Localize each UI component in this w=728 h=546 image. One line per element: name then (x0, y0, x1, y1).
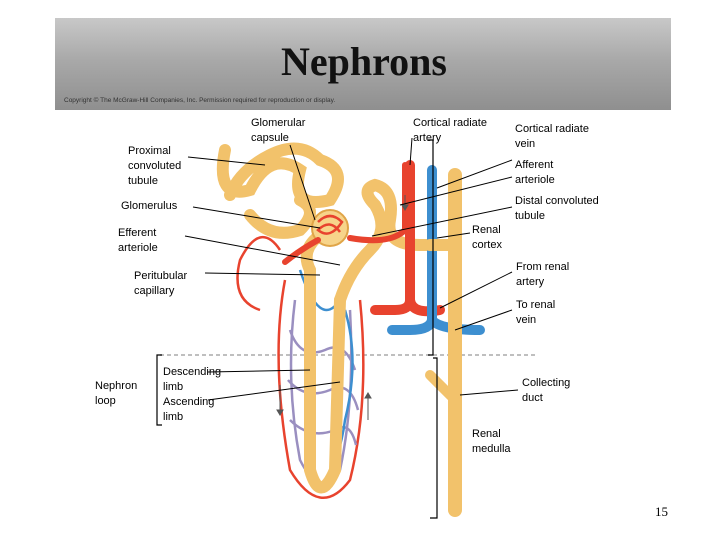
leader-lines (184, 137, 519, 401)
label-nephron-loop: Nephron loop (95, 380, 138, 407)
flow-arrows (276, 195, 409, 420)
label-renal-cortex: Renal cortex (472, 224, 502, 251)
proximal-tubule-coils (216, 142, 344, 276)
copyright-notice: Copyright © The McGraw-Hill Companies, I… (64, 97, 336, 104)
cortical-radiate-vessels (370, 160, 485, 335)
label-proximal-convoluted-tubule: Proximal convoluted tubule (128, 145, 182, 187)
region-brackets (156, 139, 438, 519)
label-distal-convoluted-tubule: Distal convoluted tubule (515, 195, 599, 222)
label-ascending-limb: Ascending limb (163, 396, 215, 423)
label-efferent-arteriole: Efferent arteriole (118, 227, 158, 254)
title-banner (55, 18, 671, 110)
label-descending-limb: Descending limb (163, 366, 222, 393)
collecting-duct-shape (424, 168, 462, 517)
label-peritubular-capillary: Peritubular capillary (134, 270, 188, 297)
glomerulus-capillary-tuft (316, 214, 344, 235)
label-cortical-radiate-artery: Cortical radiate artery (413, 117, 487, 144)
label-renal-medulla: Renal medulla (472, 428, 511, 455)
slide-title: Nephrons (281, 39, 447, 84)
label-cortical-radiate-vein: Cortical radiate vein (515, 123, 589, 150)
label-glomerulus: Glomerulus (121, 200, 178, 212)
label-to-renal-vein: To renal vein (516, 299, 556, 326)
nephron-loop-tubule (304, 264, 346, 494)
label-from-renal-artery: From renal artery (516, 261, 570, 288)
label-afferent-arteriole: Afferent arteriole (515, 159, 555, 186)
label-collecting-duct: Collecting duct (522, 377, 571, 404)
label-glomerular-capsule: Glomerular capsule (251, 117, 306, 144)
arterioles (282, 162, 408, 265)
distal-tubule (334, 178, 456, 306)
page-number: 15 (655, 504, 668, 519)
